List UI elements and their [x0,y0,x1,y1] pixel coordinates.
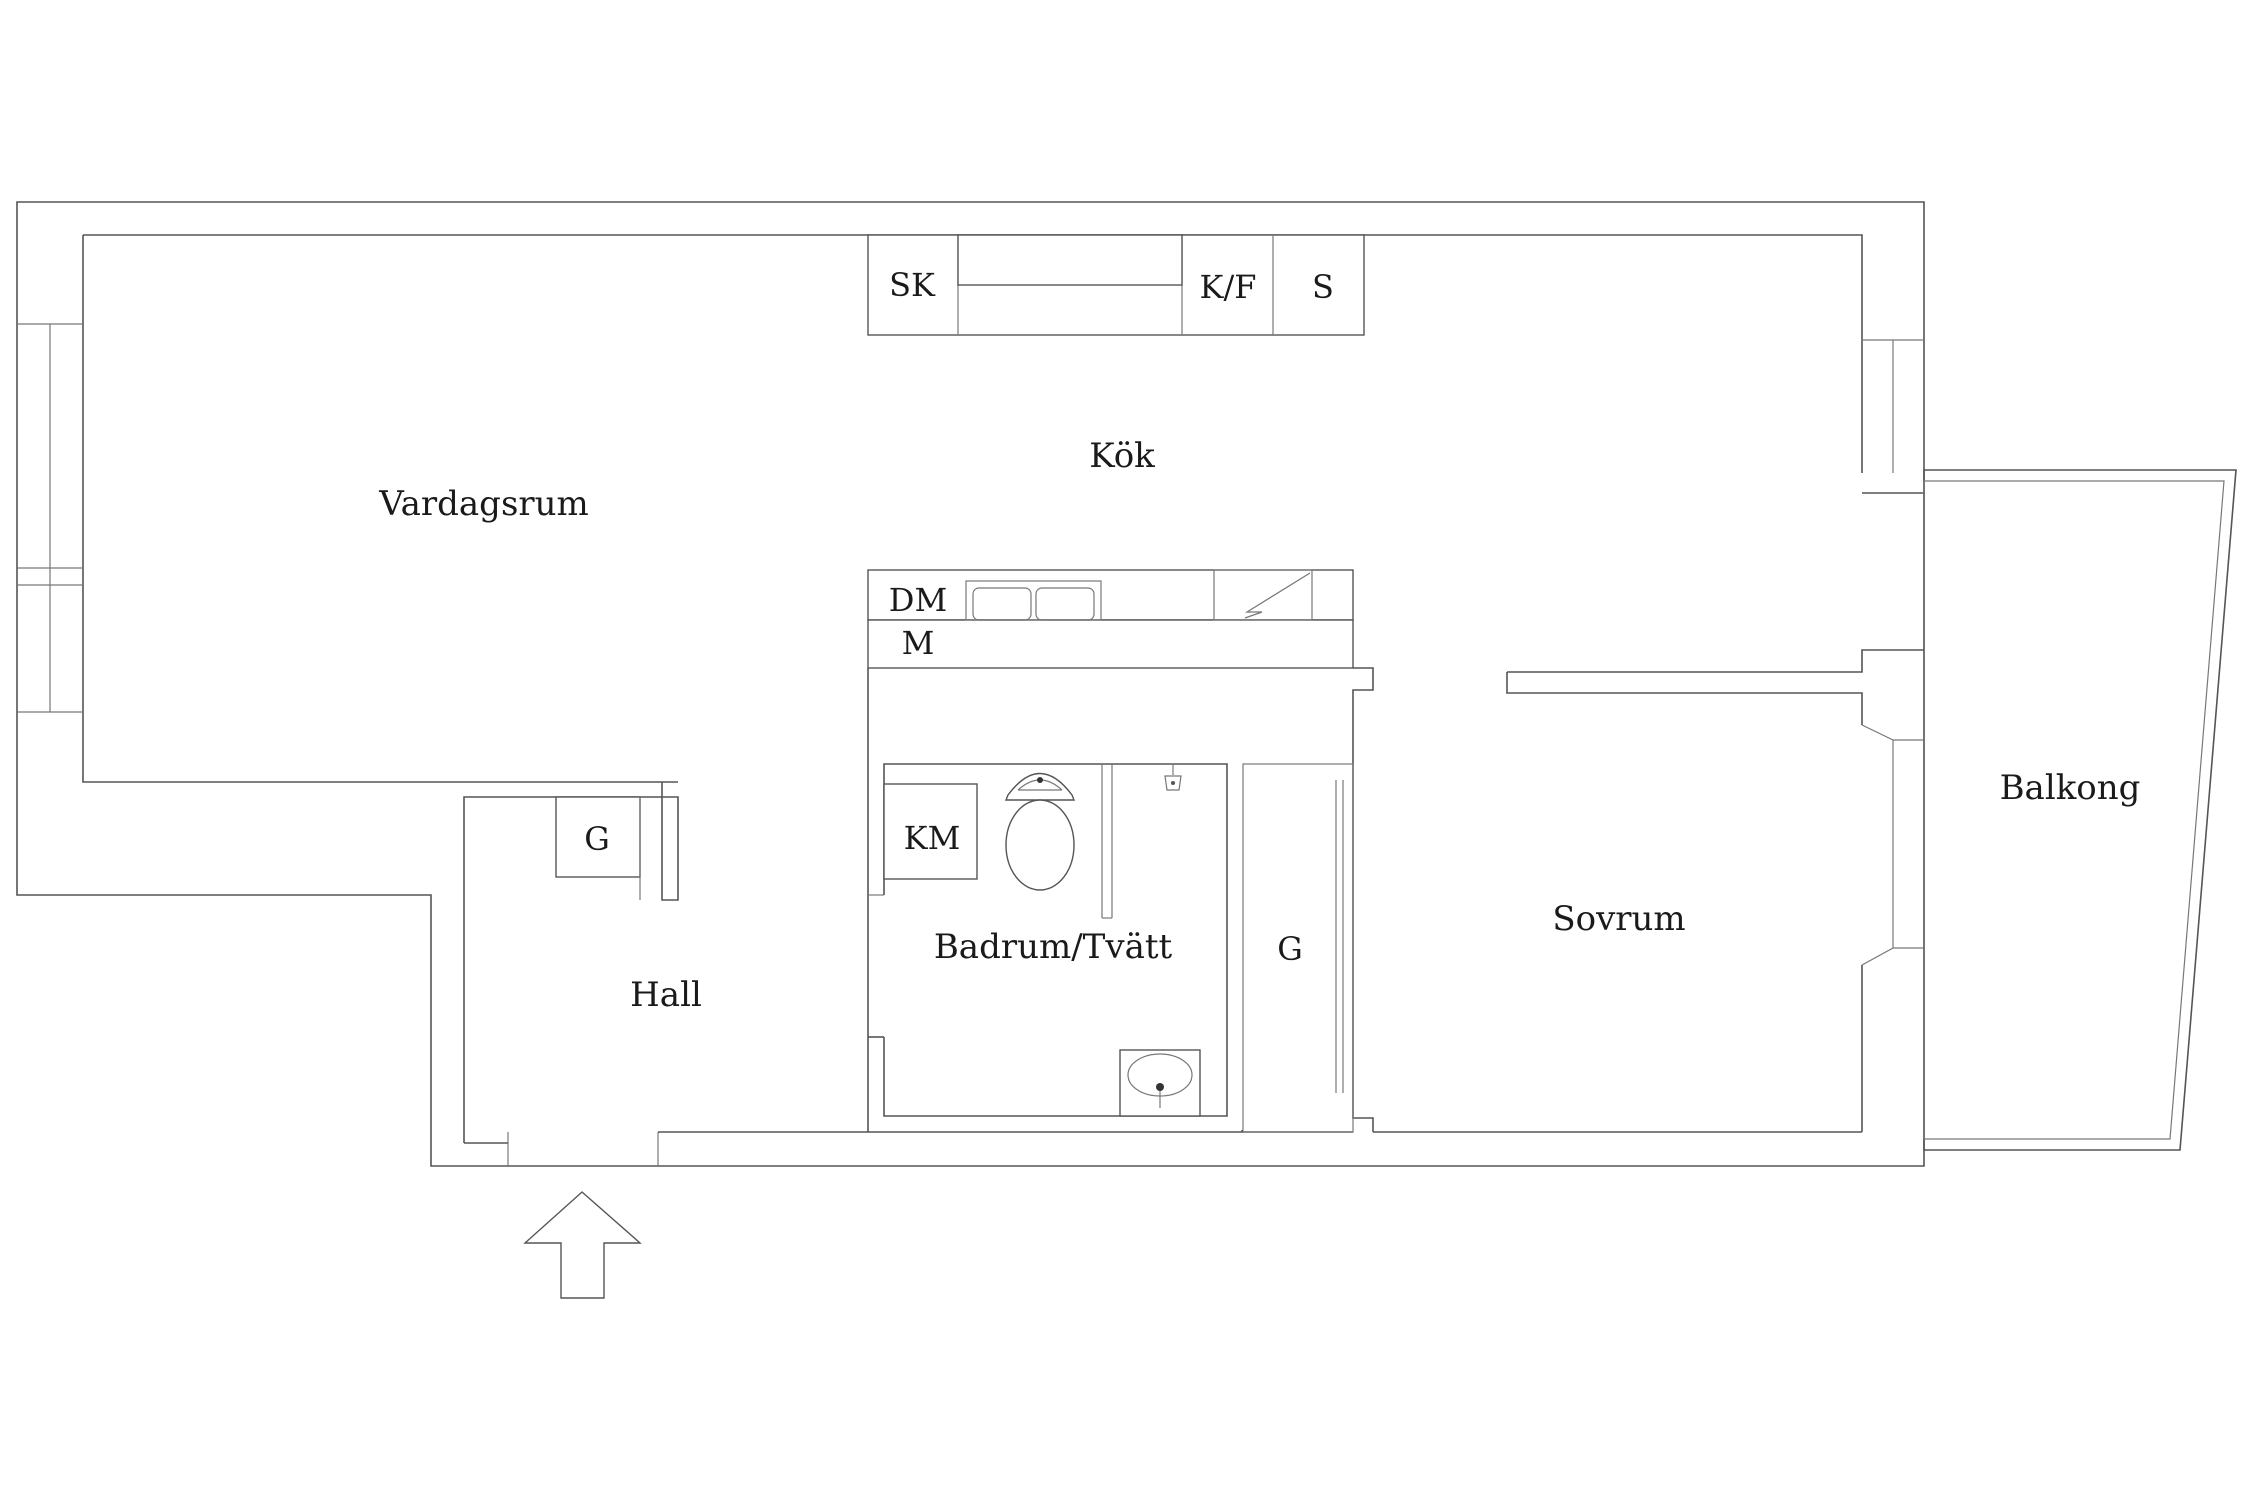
shower-icon [1164,764,1182,791]
arrow-up-icon [523,1191,642,1299]
fixture-label-dm: DM [889,581,947,619]
kitchen-top-counter [867,234,1365,336]
hall-closet [555,796,641,900]
sink-icon [1119,1049,1201,1117]
washing-machine [883,783,978,880]
closet [1242,763,1354,1133]
fixture-label-g-closet: G [1277,930,1303,968]
window-right-kitchen [1862,339,1924,473]
fixture-label-sk: SK [889,266,936,304]
room-label-hall: Hall [630,975,702,1015]
room-label-sovrum: Sovrum [1552,899,1685,939]
room-label-badrum: Badrum/Tvätt [934,927,1173,967]
room-label-balkong: Balkong [2000,768,2141,808]
toilet-icon [1004,772,1076,891]
window-right-bedroom [1861,724,1924,966]
fixture-label-m: M [902,624,935,662]
fixture-label-km: KM [904,819,961,857]
room-label-vardagsrum: Vardagsrum [378,484,589,524]
window-left [17,323,83,713]
fixture-label-kf: K/F [1200,268,1257,306]
double-sink-icon [965,580,1102,621]
fixture-label-g-hall: G [584,820,610,858]
kitchen-island [867,569,1354,669]
stove-icon [1213,569,1313,621]
outer-walls [16,201,1925,1167]
balcony [1923,469,2237,1151]
room-label-kok: Kök [1089,436,1155,476]
fixture-label-s: S [1312,268,1334,306]
interior-walls [464,649,1924,1166]
